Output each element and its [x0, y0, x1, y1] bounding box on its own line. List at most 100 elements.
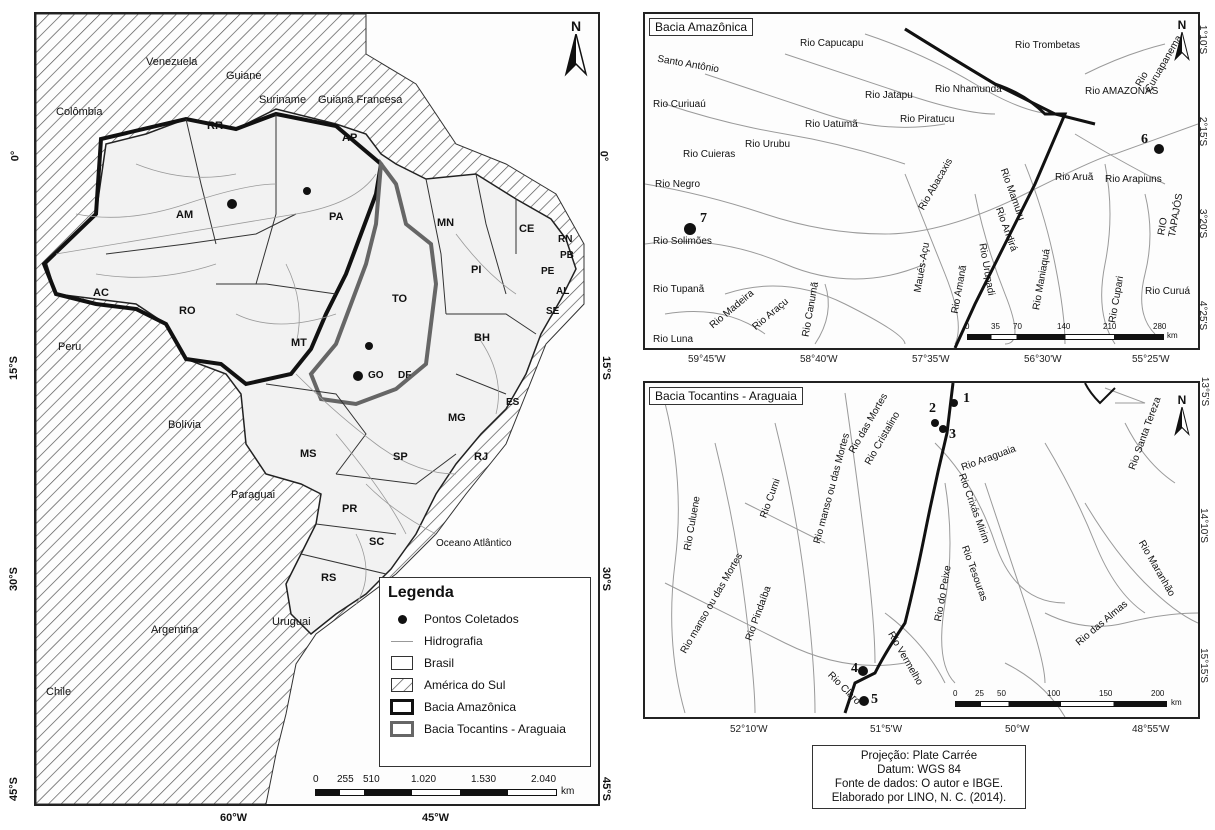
river-line-icon — [390, 634, 414, 648]
scale-label: 255 — [337, 774, 354, 785]
state-label: GO — [368, 370, 384, 381]
legend-title: Legenda — [388, 584, 454, 601]
state-label: BH — [474, 332, 490, 344]
point-label: 2 — [929, 401, 936, 416]
brasil-box-icon — [390, 656, 414, 670]
legend-item: Brasil — [380, 652, 590, 674]
country-label: Chile — [46, 686, 72, 698]
river-label: Rio Nhamundá — [935, 84, 1002, 95]
state-label: CE — [519, 223, 535, 235]
point-marker — [859, 696, 869, 706]
state-label: PI — [471, 264, 482, 276]
country-label: Peru — [58, 341, 82, 353]
country-label: Guiane — [226, 70, 262, 82]
river-label: Rio Jatapu — [865, 90, 913, 101]
river-label: Rio Arapiuns — [1105, 174, 1162, 185]
scale-label: 200 — [1151, 689, 1165, 698]
coord-label: 56°30'W — [1024, 354, 1062, 365]
state-label: PR — [342, 503, 358, 515]
country-label: Colômbia — [56, 106, 103, 118]
point-marker — [227, 199, 237, 209]
state-label: PB — [560, 250, 574, 261]
coord-label: 48°55'W — [1132, 724, 1170, 735]
coord-label: 57°35'W — [912, 354, 950, 365]
state-label: PA — [329, 211, 344, 223]
coord-label: 52°10'W — [730, 724, 768, 735]
river-label: Rio Piratucu — [900, 114, 955, 125]
state-label: MS — [300, 448, 317, 460]
amazon-panel: Bacia Amazônica Rio Capucapu Rio Nhamund… — [643, 12, 1200, 350]
point-marker — [858, 666, 868, 676]
north-label: N — [1177, 393, 1187, 407]
river-label: Rio Aruã — [1055, 172, 1094, 183]
legend-item-label: Hidrografia — [424, 634, 483, 648]
legend-item: Hidrografia — [380, 630, 590, 652]
north-arrow: N — [1171, 18, 1193, 67]
state-label: TO — [392, 293, 408, 305]
hatch-box-icon — [390, 678, 414, 692]
coord-label: 58°40'W — [800, 354, 838, 365]
scale-label: 0 — [953, 689, 958, 698]
point-marker — [303, 187, 311, 195]
north-arrow-icon — [564, 33, 588, 77]
amazon-hydrography — [645, 27, 1198, 348]
tocantins-panel-title: Bacia Tocantins - Araguaia — [649, 387, 803, 405]
scale-unit: km — [561, 786, 575, 797]
point-marker — [931, 419, 939, 427]
state-label: AM — [176, 209, 194, 221]
north-arrow: N — [1171, 393, 1193, 442]
coord-label: 15°S — [599, 356, 612, 380]
credits-line: Fonte de dados: O autor e IBGE. — [834, 778, 1004, 790]
river-label: Rio Solimões — [653, 236, 712, 247]
point-marker — [684, 223, 696, 235]
state-label: DF — [398, 370, 412, 381]
scale-unit: km — [1171, 698, 1182, 707]
scale-label: 0 — [313, 774, 319, 785]
point-label: 6 — [1141, 132, 1148, 147]
country-label: Venezuela — [146, 56, 198, 68]
coord-label: 15°S — [7, 356, 20, 380]
legend-item: América do Sul — [380, 674, 590, 696]
scale-label: 0 — [965, 322, 970, 331]
state-label: AC — [93, 287, 109, 299]
scale-label: 150 — [1099, 689, 1113, 698]
tocantins-box-icon — [390, 721, 414, 737]
state-label: RN — [558, 234, 573, 245]
legend-box: Legenda Pontos Coletados Hidrografia Bra… — [379, 577, 591, 767]
state-label: RR — [207, 120, 223, 132]
legend-item-label: Bacia Tocantins - Araguaia — [424, 722, 566, 736]
coord-label: 14°10'S — [1197, 508, 1209, 543]
country-label: Paraguai — [231, 489, 276, 501]
scale-label: 25 — [975, 689, 984, 698]
coord-label: 59°45'W — [688, 354, 726, 365]
north-label: N — [570, 18, 582, 34]
state-label: RJ — [474, 451, 489, 463]
scale-label: 510 — [363, 774, 380, 785]
country-label: Suriname — [259, 94, 307, 106]
river-label: Rio Capucapu — [800, 38, 864, 49]
north-arrow-icon — [1174, 31, 1190, 61]
coord-label: 45°S — [7, 777, 20, 801]
coord-label: 45°S — [599, 777, 612, 801]
river-label: Rio Luna — [653, 334, 694, 345]
ocean-label: Oceano Atlântico — [436, 538, 512, 549]
scale-label: 140 — [1057, 322, 1071, 331]
state-label: ES — [506, 397, 520, 408]
main-scale-bar: 0 255 510 1.020 1.530 2.040 km — [311, 774, 581, 800]
state-label: MG — [448, 412, 466, 424]
point-label: 7 — [700, 211, 707, 226]
river-label: Rio Urubu — [745, 139, 791, 150]
river-label: Rio AMAZONAS — [1085, 86, 1159, 97]
scale-label: 70 — [1013, 322, 1022, 331]
scale-label: 2.040 — [531, 774, 557, 785]
coord-label: 1°10'S — [1197, 24, 1209, 55]
coord-label: 60°W — [220, 812, 248, 824]
scale-label: 1.020 — [411, 774, 437, 785]
point-label: 3 — [949, 427, 956, 442]
tocantins-basin-outline — [308, 158, 439, 407]
legend-item-label: Bacia Amazônica — [424, 700, 517, 714]
state-label: SC — [369, 536, 385, 548]
river-label: Rio Curuá — [1145, 286, 1191, 297]
coord-label: 2°15'S — [1197, 116, 1209, 147]
legend-item: Bacia Amazônica — [380, 696, 590, 718]
